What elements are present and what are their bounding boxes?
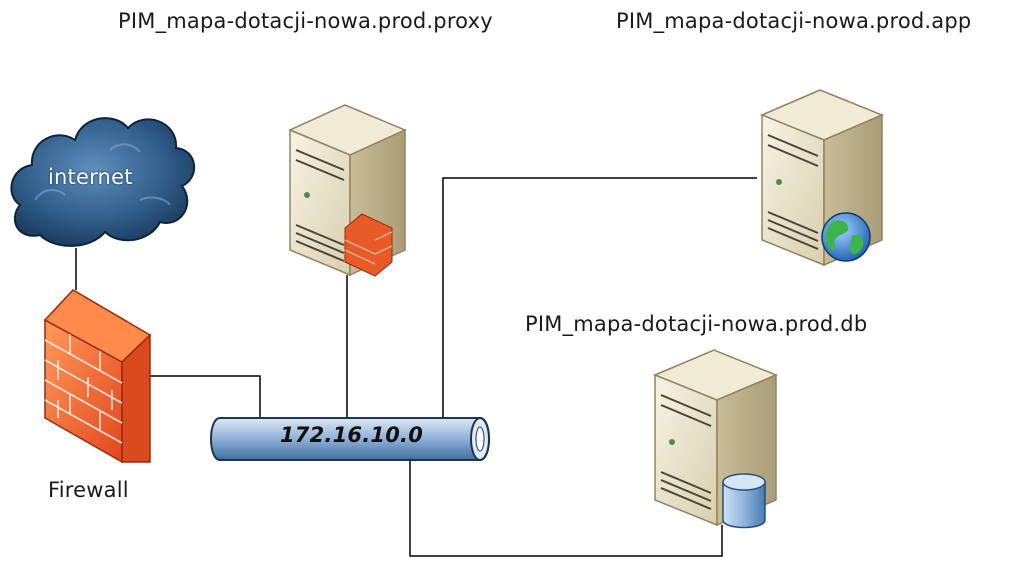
- db-bus-link: [409, 460, 723, 557]
- db-server-label: PIM_mapa-dotacji-nowa.prod.db: [525, 312, 868, 336]
- proxy-server-icon: [288, 104, 407, 277]
- firewall-bus-link: [150, 375, 261, 418]
- cloud-icon: [10, 117, 196, 247]
- proxy-server-label: PIM_mapa-dotacji-nowa.prod.proxy: [118, 9, 493, 33]
- database-server-icon: [653, 349, 778, 529]
- firewall-label: Firewall: [48, 478, 129, 502]
- subnet-label: 172.16.10.0: [280, 423, 424, 447]
- connector-lines: [75, 177, 757, 557]
- firewall-icon: [43, 289, 152, 464]
- web-server-icon: [760, 89, 884, 267]
- network-bus-icon: [210, 417, 490, 461]
- app-bus-link: [442, 177, 757, 418]
- app-server-label: PIM_mapa-dotacji-nowa.prod.app: [616, 9, 972, 33]
- internet-label: internet: [48, 165, 133, 189]
